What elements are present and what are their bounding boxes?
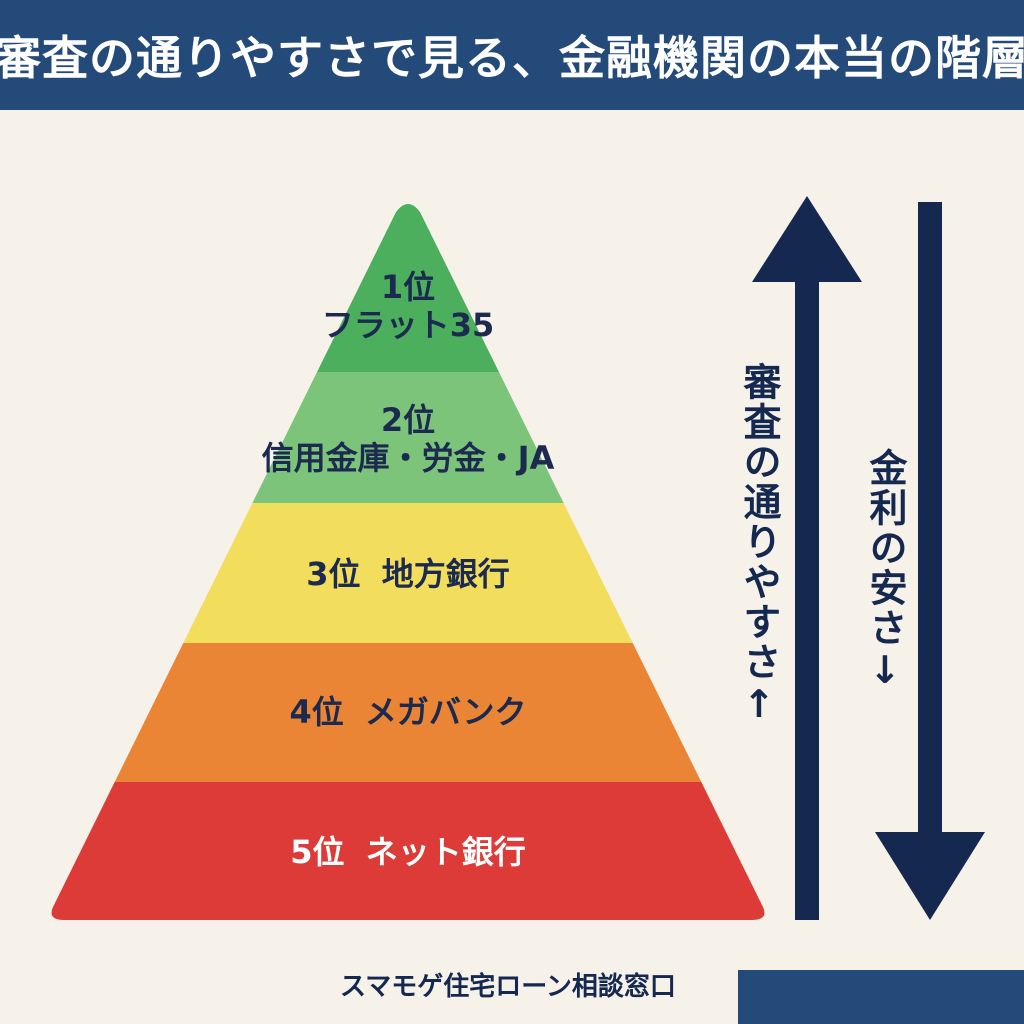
footer-brand: スマモゲ住宅ローン相談窓口 — [340, 972, 676, 1002]
tier-1-name: フラット35 — [321, 306, 495, 344]
tier-3-name: 地方銀行 — [381, 555, 510, 594]
tier-3-rank: 3位 — [306, 555, 361, 594]
footer-bar — [738, 970, 1024, 1024]
tier-1-band — [51, 204, 765, 372]
tier-5-name: ネット銀行 — [365, 833, 526, 872]
tier-5-band — [51, 782, 765, 920]
review-ease-label: 審査の通りやすさ↑ — [737, 362, 781, 728]
header-bar: 審査の通りやすさで見る、金融機関の本当の階層 — [0, 0, 1024, 110]
tier-2-rank: 2位 — [380, 401, 436, 440]
tier-1-rank: 1位 — [380, 268, 436, 307]
interest-low-label: 金利の安さ↓ — [863, 448, 907, 694]
tier-5-rank: 5位 — [290, 833, 345, 872]
up-arrow — [752, 196, 862, 920]
tier-2-name: 信用金庫・労金・JA — [261, 439, 555, 477]
page-title: 審査の通りやすさで見る、金融機関の本当の階層 — [0, 31, 1024, 85]
tier-4-rank: 4位 — [289, 693, 344, 732]
down-arrow — [875, 202, 985, 920]
tier-4-name: メガバンク — [364, 693, 527, 732]
